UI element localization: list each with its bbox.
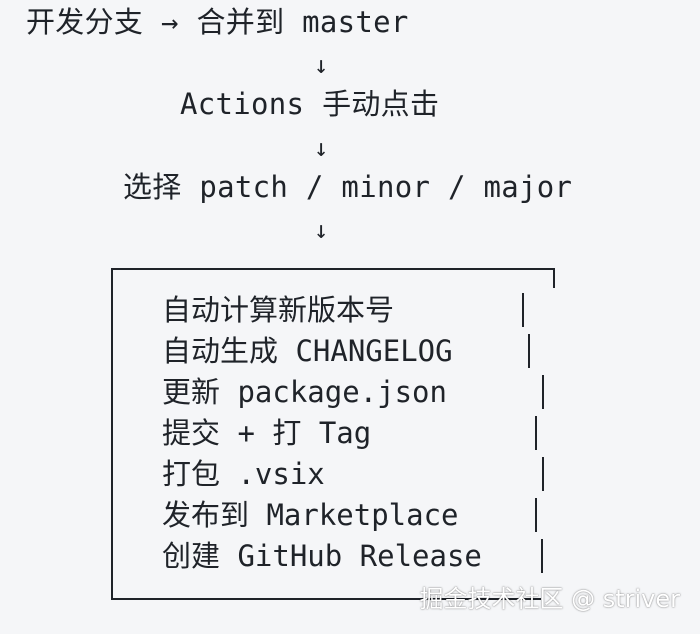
down-arrow-icon: ↓ xyxy=(314,51,329,79)
down-arrow-icon: ↓ xyxy=(314,134,329,162)
box-left-border xyxy=(111,268,113,600)
box-right-segment xyxy=(528,334,530,368)
box-item: 更新 package.json xyxy=(162,375,447,409)
box-right-segment xyxy=(535,498,537,532)
box-item: 自动计算新版本号 xyxy=(162,293,395,327)
box-item: 打包 .vsix xyxy=(162,457,325,491)
watermark: 掘金技术社区 @ striver xyxy=(419,585,680,613)
box-right-segment xyxy=(522,293,524,327)
flow-step-merge: 开发分支 → 合并到 master xyxy=(26,5,409,39)
box-top-border xyxy=(111,268,555,270)
down-arrow-icon: ↓ xyxy=(314,216,329,244)
flow-step-actions: Actions 手动点击 xyxy=(180,87,440,121)
box-bottom-border xyxy=(111,598,541,600)
box-item: 提交 + 打 Tag xyxy=(162,416,372,450)
flow-step-select-version: 选择 patch / minor / major xyxy=(123,170,573,204)
box-item: 发布到 Marketplace xyxy=(162,498,459,532)
box-item: 创建 GitHub Release xyxy=(162,539,482,573)
box-right-segment xyxy=(541,539,543,573)
box-right-segment xyxy=(535,416,537,450)
box-corner xyxy=(553,268,555,288)
box-right-segment xyxy=(542,375,544,409)
box-item: 自动生成 CHANGELOG xyxy=(162,334,453,368)
box-right-segment xyxy=(542,457,544,491)
